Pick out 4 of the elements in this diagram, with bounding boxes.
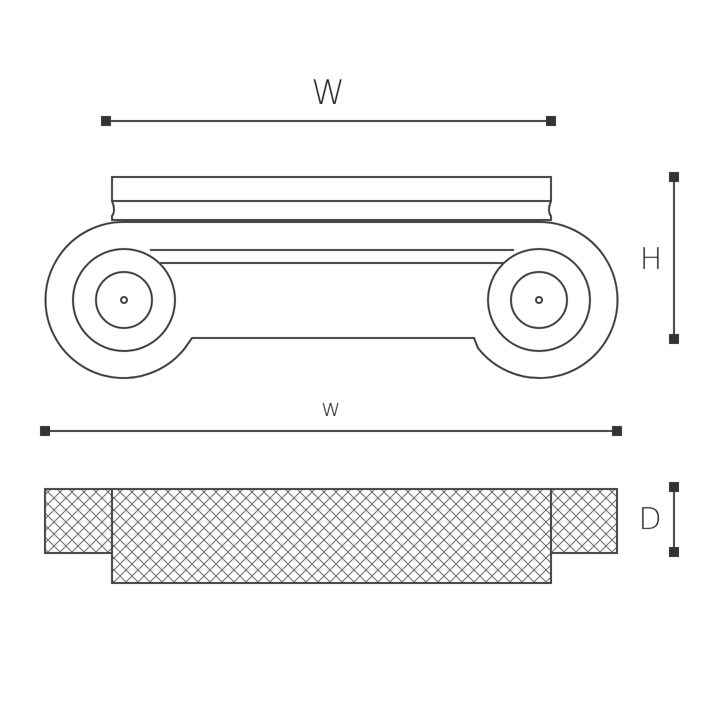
dimension-label: W	[311, 76, 345, 110]
dimension-label: H	[640, 245, 662, 275]
dimension-label: w	[321, 396, 341, 420]
dimension-label: D	[638, 505, 662, 535]
